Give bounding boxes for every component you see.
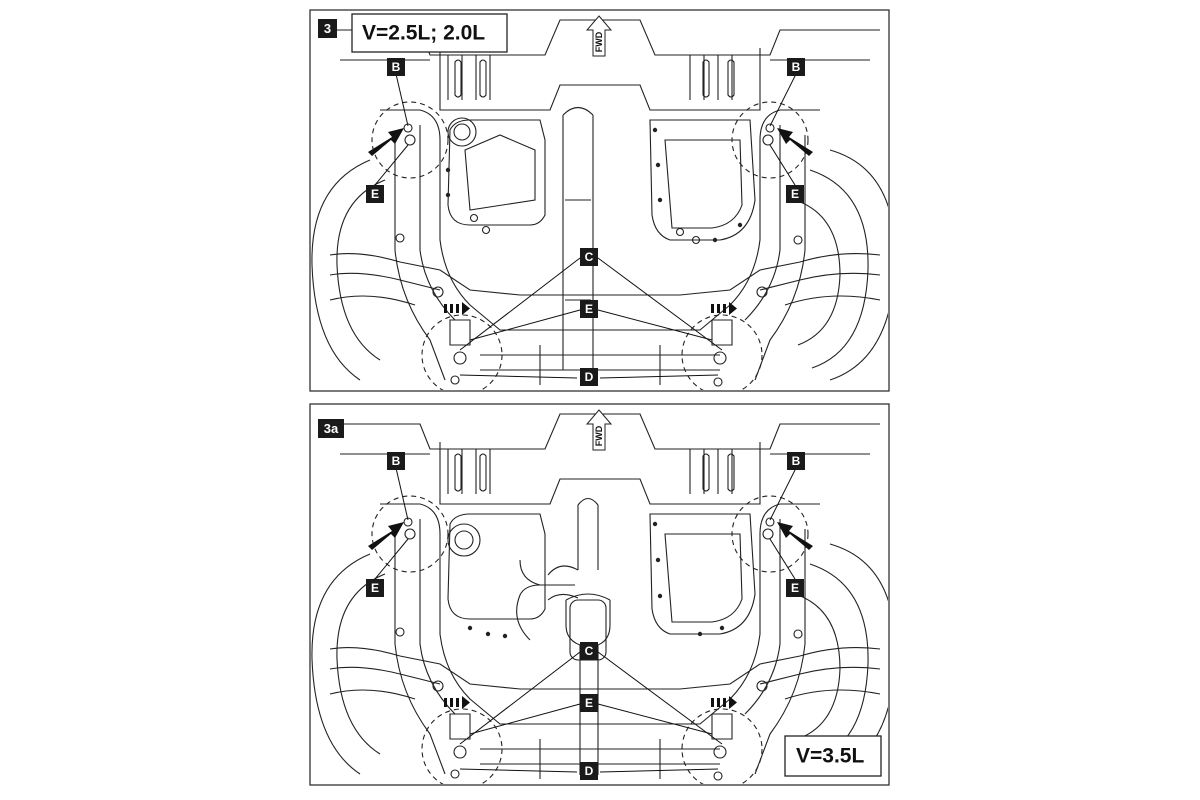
callout-d: D: [580, 762, 598, 780]
pointer-arrows: [368, 128, 813, 156]
subframe-drawing: [312, 20, 895, 395]
svg-text:D: D: [585, 370, 594, 384]
forward-direction-arrow: FWD: [585, 409, 613, 451]
svg-text:E: E: [371, 581, 379, 595]
callout-b-left: B: [387, 452, 405, 470]
callout-b-right: B: [787, 58, 805, 76]
movement-arrows: [444, 696, 737, 709]
callout-e-left: E: [366, 579, 384, 597]
svg-text:B: B: [392, 60, 401, 74]
svg-text:FWD: FWD: [594, 425, 604, 446]
callout-e-center: E: [580, 300, 598, 318]
leader-lines: [374, 73, 797, 379]
panel-3a: 3a V=3.5L FWD B B E E C E D: [309, 403, 895, 789]
svg-text:E: E: [585, 302, 593, 316]
svg-text:E: E: [791, 581, 799, 595]
movement-arrows: [444, 302, 737, 315]
pointer-arrows: [368, 522, 813, 550]
panel-number: 3: [318, 19, 337, 38]
svg-text:FWD: FWD: [594, 31, 604, 52]
svg-text:V=3.5L: V=3.5L: [796, 745, 864, 768]
subframe-drawing: [312, 414, 895, 789]
engine-spec-label: V=2.5L; 2.0L: [351, 13, 508, 53]
callout-e-center: E: [580, 694, 598, 712]
svg-text:B: B: [392, 454, 401, 468]
svg-text:C: C: [585, 250, 594, 264]
svg-text:E: E: [371, 187, 379, 201]
callout-c: C: [580, 642, 598, 660]
leader-lines: [374, 467, 797, 773]
svg-text:D: D: [585, 764, 594, 778]
engine-spec-label: V=3.5L: [784, 735, 882, 777]
svg-text:E: E: [791, 187, 799, 201]
callout-c: C: [580, 248, 598, 266]
svg-text:B: B: [792, 454, 801, 468]
callout-b-right: B: [787, 452, 805, 470]
callout-e-right: E: [786, 579, 804, 597]
svg-text:3: 3: [324, 21, 331, 36]
svg-text:3a: 3a: [324, 421, 339, 436]
svg-text:B: B: [792, 60, 801, 74]
svg-text:E: E: [585, 696, 593, 710]
svg-text:V=2.5L; 2.0L: V=2.5L; 2.0L: [362, 22, 485, 45]
forward-direction-arrow: FWD: [585, 15, 613, 57]
panel-3: 3 V=2.5L; 2.0L FWD B B E E C E D: [309, 9, 895, 395]
callout-e-left: E: [366, 185, 384, 203]
callout-e-right: E: [786, 185, 804, 203]
callout-b-left: B: [387, 58, 405, 76]
svg-text:C: C: [585, 644, 594, 658]
callout-d: D: [580, 368, 598, 386]
panel-number: 3a: [318, 419, 344, 438]
